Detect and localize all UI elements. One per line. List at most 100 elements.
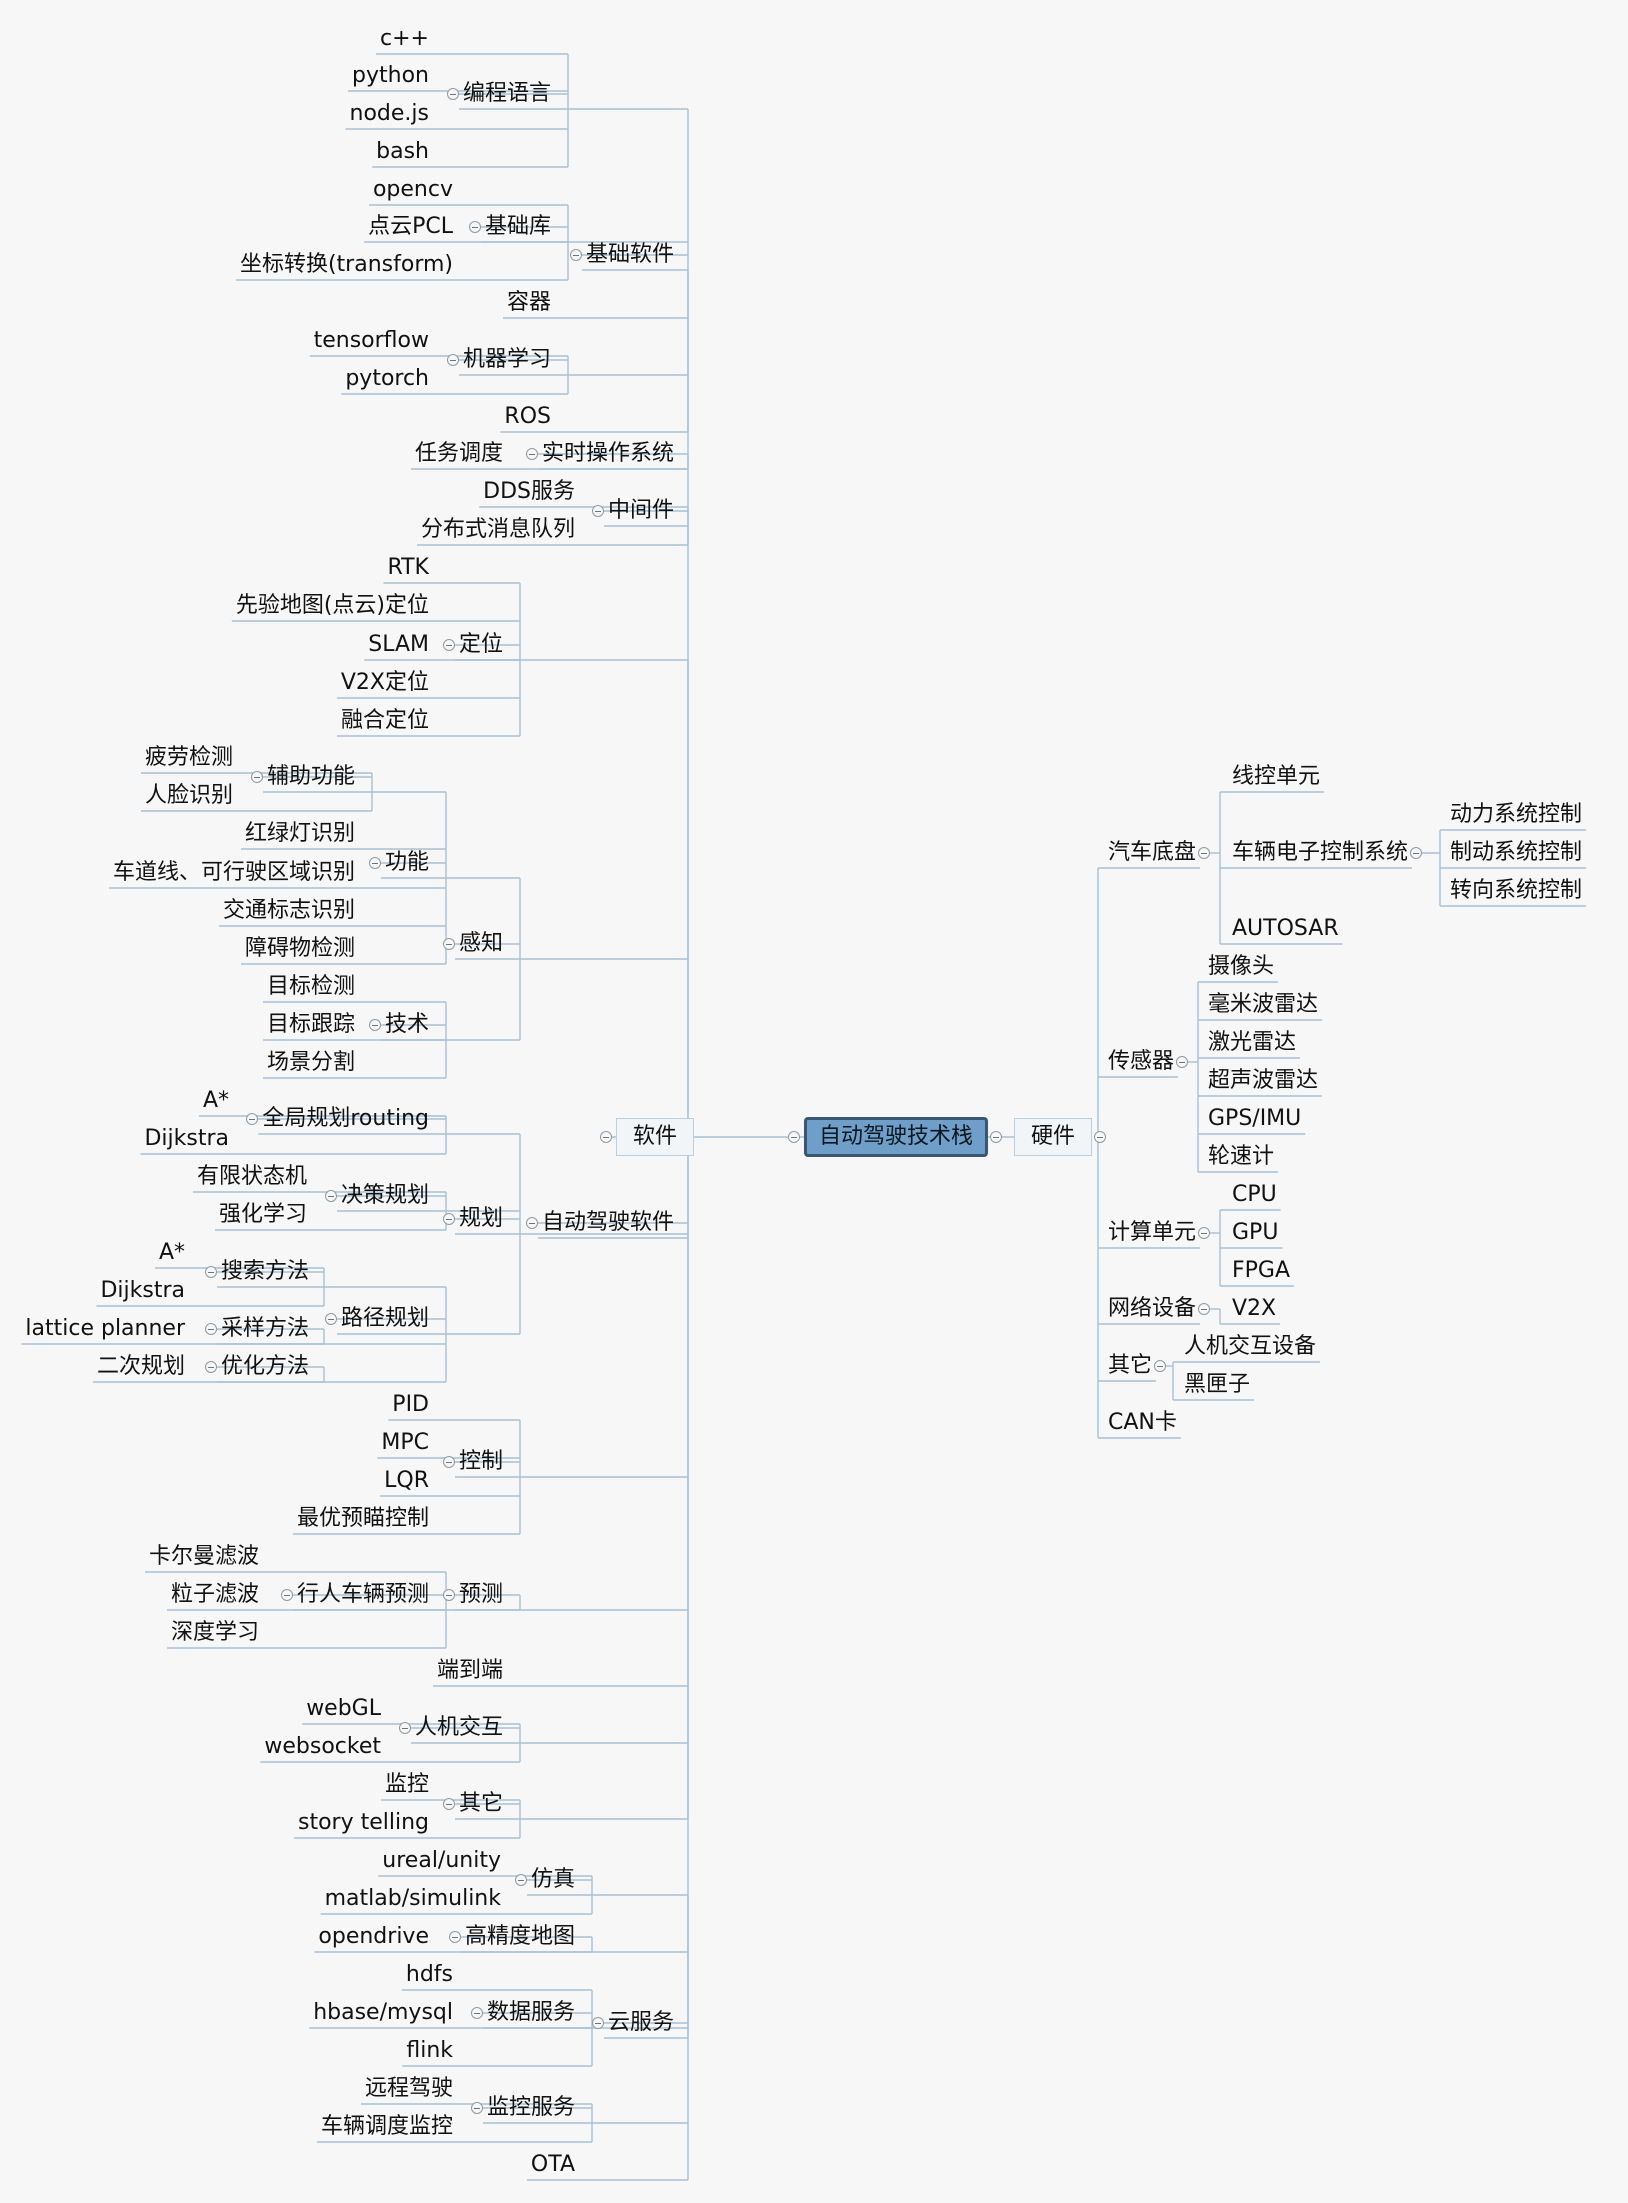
node-software-groups-ad-perception-func-label[interactable]: 功能	[384, 850, 429, 875]
node-software-groups-ad-other-label[interactable]: 其它	[458, 1791, 503, 1816]
node-software-groups-ad-planning-global-items-1[interactable]: Dijkstra	[144, 1126, 229, 1151]
node-hardware-sensors-items-0[interactable]: 摄像头	[1208, 954, 1275, 979]
node-software-groups-basic-lib-label[interactable]: 基础库	[484, 214, 551, 239]
node-software-groups-cloud-hdmap-label[interactable]: 高精度地图	[464, 1924, 575, 1949]
collapse-toggle-icon[interactable]	[246, 1113, 259, 1125]
node-software-groups-ad-loc-items-2[interactable]: SLAM	[368, 632, 429, 657]
node-software-groups-ad-planning-path-sample-items-0[interactable]: lattice planner	[25, 1316, 185, 1341]
node-software-groups-ad-perception-func-items-1[interactable]: 车道线、可行驶区域识别	[112, 860, 355, 885]
collapse-toggle-icon[interactable]	[448, 1931, 461, 1943]
node-software-groups-cloud-label[interactable]: 云服务	[607, 2010, 674, 2035]
node-software-groups-ad-control-items-3[interactable]: 最优预瞄控制	[296, 1506, 429, 1531]
node-software-groups-ad-prediction-ped-label[interactable]: 行人车辆预测	[296, 1582, 429, 1607]
node-software-groups-ad-perception-tech-items-1[interactable]: 目标跟踪	[266, 1012, 355, 1037]
node-software-groups-ad-perception-tech-items-2[interactable]: 场景分割	[266, 1050, 355, 1075]
collapse-toggle-icon[interactable]	[442, 1213, 455, 1225]
collapse-toggle-icon[interactable]	[787, 1131, 800, 1143]
node-software-groups-ad-perception-func-items-2[interactable]: 交通标志识别	[222, 898, 355, 923]
node-software-groups-basic-lib-items-0[interactable]: opencv	[372, 177, 453, 202]
node-software-groups-cloud-monitor-items-1[interactable]: 车辆调度监控	[320, 2114, 453, 2139]
node-software-groups-ad-e2e[interactable]: 端到端	[436, 1658, 503, 1683]
node-software-groups-cloud-ota[interactable]: OTA	[530, 2152, 575, 2177]
collapse-toggle-icon[interactable]	[398, 1722, 411, 1734]
node-software-groups-ad-planning-decision-label[interactable]: 决策规划	[340, 1183, 429, 1208]
collapse-toggle-icon[interactable]	[442, 1456, 455, 1468]
collapse-toggle-icon[interactable]	[1176, 1056, 1189, 1068]
node-software-groups-ad-other-items-0[interactable]: 监控	[384, 1772, 429, 1797]
collapse-toggle-icon[interactable]	[1198, 1303, 1211, 1315]
collapse-toggle-icon[interactable]	[591, 505, 604, 517]
node-software-groups-ad-perception-func-items-0[interactable]: 红绿灯识别	[244, 821, 355, 846]
node-software-groups-basic-label[interactable]: 基础软件	[585, 242, 674, 267]
node-software-groups-ad-planning-path-opt-label[interactable]: 优化方法	[220, 1354, 309, 1379]
collapse-toggle-icon[interactable]	[468, 221, 481, 233]
node-software-groups-cloud-sim-items-1[interactable]: matlab/simulink	[324, 1886, 501, 1911]
collapse-toggle-icon[interactable]	[368, 1019, 381, 1031]
node-software-groups-ad-planning-path-search-items-0[interactable]: A*	[158, 1240, 185, 1265]
node-software-groups-basic-lang-label[interactable]: 编程语言	[462, 81, 551, 106]
node-software-groups-ad-planning-path-opt-items-0[interactable]: 二次规划	[96, 1354, 185, 1379]
node-software-groups-ad-label[interactable]: 自动驾驶软件	[541, 1210, 674, 1235]
node-hardware-other-items-1[interactable]: 黑匣子	[1184, 1372, 1251, 1397]
collapse-toggle-icon[interactable]	[324, 1190, 337, 1202]
node-hardware-sensors-items-5[interactable]: 轮速计	[1208, 1144, 1275, 1169]
collapse-toggle-icon[interactable]	[1154, 1360, 1167, 1372]
collapse-toggle-icon[interactable]	[525, 448, 538, 460]
node-software-groups-ad-hmi-label[interactable]: 人机交互	[414, 1715, 503, 1740]
node-software-groups-ad-planning-decision-items-1[interactable]: 强化学习	[218, 1202, 307, 1227]
node-software-groups-ad-planning-path-sample-label[interactable]: 采样方法	[220, 1316, 309, 1341]
collapse-toggle-icon[interactable]	[442, 1589, 455, 1601]
node-hardware-sensors-items-3[interactable]: 超声波雷达	[1208, 1068, 1319, 1093]
node-software-groups-cloud-data-label[interactable]: 数据服务	[486, 2000, 575, 2025]
node-software-groups-ad-loc-items-4[interactable]: 融合定位	[340, 708, 429, 733]
node-hardware-compute-items-0[interactable]: CPU	[1232, 1182, 1277, 1207]
node-software-groups-ad-perception-func-items-3[interactable]: 障碍物检测	[244, 936, 355, 961]
collapse-toggle-icon[interactable]	[442, 938, 455, 950]
node-software-groups-cloud-hdmap-items-0[interactable]: opendrive	[318, 1924, 429, 1949]
collapse-toggle-icon[interactable]	[470, 2102, 483, 2114]
branch-hardware[interactable]: 硬件	[1014, 1118, 1093, 1156]
node-hardware-sensors-items-1[interactable]: 毫米波雷达	[1208, 992, 1319, 1017]
node-hardware-sensors-items-4[interactable]: GPS/IMU	[1208, 1106, 1302, 1131]
node-software-groups-cloud-sim-items-0[interactable]: ureal/unity	[382, 1848, 501, 1873]
node-hardware-network-items-0[interactable]: V2X	[1232, 1296, 1277, 1321]
node-software-groups-ad-planning-decision-items-0[interactable]: 有限状态机	[196, 1164, 307, 1189]
node-software-groups-ad-control-label[interactable]: 控制	[458, 1449, 503, 1474]
node-software-groups-ad-prediction-label[interactable]: 预测	[458, 1582, 503, 1607]
node-software-groups-cloud-sim-label[interactable]: 仿真	[530, 1867, 575, 1892]
node-software-groups-ad-perception-label[interactable]: 感知	[458, 931, 503, 956]
node-software-groups-cloud-monitor-items-0[interactable]: 远程驾驶	[364, 2076, 453, 2101]
collapse-toggle-icon[interactable]	[990, 1131, 1002, 1143]
collapse-toggle-icon[interactable]	[324, 1313, 337, 1325]
collapse-toggle-icon[interactable]	[514, 1874, 527, 1886]
node-hardware-sensors-label[interactable]: 传感器	[1108, 1049, 1175, 1074]
node-software-groups-ad-loc-items-1[interactable]: 先验地图(点云)定位	[235, 593, 429, 618]
node-software-groups-ad-loc-label[interactable]: 定位	[458, 632, 503, 657]
node-software-groups-ad-planning-label[interactable]: 规划	[458, 1206, 503, 1231]
collapse-toggle-icon[interactable]	[446, 354, 459, 366]
collapse-toggle-icon[interactable]	[591, 2017, 604, 2029]
node-software-groups-cloud-data-items-1[interactable]: hbase/mysql	[313, 2000, 453, 2025]
node-software-groups-ad-perception-tech-label[interactable]: 技术	[384, 1012, 429, 1037]
node-software-groups-ad-control-items-2[interactable]: LQR	[384, 1468, 429, 1493]
node-hardware-sensors-items-2[interactable]: 激光雷达	[1208, 1030, 1297, 1055]
node-hardware-chassis-ecu-items-2[interactable]: 转向系统控制	[1450, 878, 1583, 903]
node-software-groups-middleware-items-1[interactable]: 分布式消息队列	[420, 517, 575, 542]
node-software-groups-middleware-label[interactable]: 中间件	[607, 498, 674, 523]
node-software-groups-ad-planning-global-items-0[interactable]: A*	[202, 1088, 229, 1113]
collapse-toggle-icon[interactable]	[525, 1217, 538, 1229]
node-software-groups-ad-control-items-0[interactable]: PID	[392, 1392, 429, 1417]
node-software-groups-basic-ros[interactable]: ROS	[504, 404, 551, 429]
node-software-groups-cloud-data-items-0[interactable]: hdfs	[405, 1962, 453, 1987]
node-software-groups-basic-lib-items-1[interactable]: 点云PCL	[368, 214, 453, 239]
collapse-toggle-icon[interactable]	[1410, 847, 1423, 859]
node-hardware-chassis-label[interactable]: 汽车底盘	[1108, 840, 1197, 865]
node-software-groups-basic-ml-label[interactable]: 机器学习	[462, 347, 551, 372]
node-software-groups-ad-hmi-items-1[interactable]: websocket	[264, 1734, 381, 1759]
collapse-toggle-icon[interactable]	[442, 1798, 455, 1810]
node-software-groups-cloud-data-items-2[interactable]: flink	[406, 2038, 453, 2063]
collapse-toggle-icon[interactable]	[446, 88, 459, 100]
node-software-groups-ad-prediction-ped-items-2[interactable]: 深度学习	[170, 1620, 259, 1645]
node-software-groups-basic-lang-items-1[interactable]: python	[352, 63, 429, 88]
node-software-groups-ad-loc-items-3[interactable]: V2X定位	[340, 670, 429, 695]
